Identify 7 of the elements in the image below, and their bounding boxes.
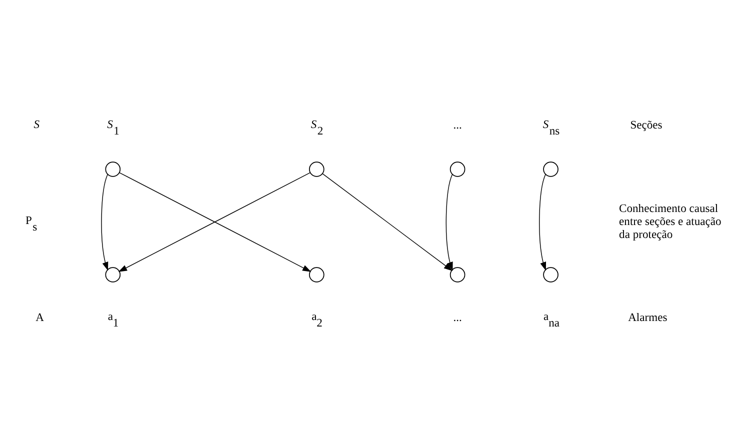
label: Conhecimento causal entre seções e atuação da proteção bbox=[619, 202, 722, 241]
node-label: ... bbox=[453, 118, 462, 132]
node-label: ... bbox=[453, 310, 462, 324]
label: S bbox=[34, 118, 40, 131]
label: Alarmes bbox=[628, 310, 668, 324]
label: A bbox=[36, 310, 44, 324]
label: Seções bbox=[630, 118, 662, 132]
